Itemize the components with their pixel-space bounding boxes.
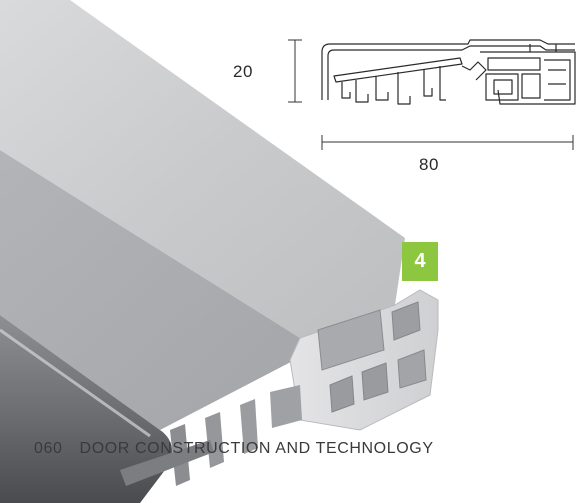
page-footer: 060 DOOR CONSTRUCTION AND TECHNOLOGY <box>34 440 576 458</box>
width-dimension-label: 80 <box>419 155 439 174</box>
section-title: DOOR CONSTRUCTION AND TECHNOLOGY <box>79 440 434 457</box>
height-dimension-label: 20 <box>233 62 253 81</box>
page-number: 060 <box>34 440 63 457</box>
section-number-badge: 4 <box>402 242 438 281</box>
